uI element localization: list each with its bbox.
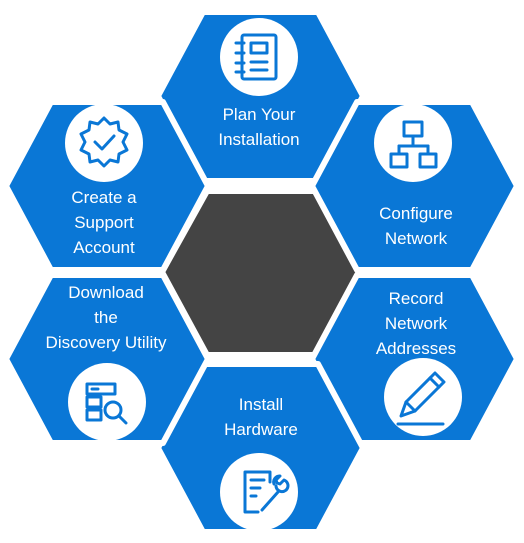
plan-label-line-2: Installation (218, 130, 299, 149)
step-create-support-account: Create a Support Account (3, 99, 211, 273)
download-label-line-2: the (94, 308, 118, 327)
verified-badge-icon (65, 104, 143, 182)
download-label-line-3: Discovery Utility (46, 333, 167, 352)
step-record-addresses: Record Network Addresses (309, 272, 520, 446)
support-label-line-1: Create a (71, 188, 137, 207)
plan-label-line-1: Plan Your (223, 105, 296, 124)
download-label-line-1: Download (68, 283, 144, 302)
step-install-hardware: Install Hardware (155, 361, 366, 535)
pencil-icon (384, 358, 462, 436)
record-label-line-3: Addresses (376, 339, 456, 358)
configure-label-line-1: Configure (379, 204, 453, 223)
server-search-icon (68, 363, 146, 441)
install-label-line-2: Hardware (224, 420, 298, 439)
record-label-line-1: Record (389, 289, 444, 308)
configure-label-line-2: Network (385, 229, 448, 248)
hexagon-configure (309, 99, 520, 273)
install-label-line-1: Install (239, 395, 283, 414)
document-wrench-icon (220, 453, 298, 531)
record-label-line-2: Network (385, 314, 448, 333)
step-configure-network: Configure Network (309, 99, 520, 273)
support-label-line-2: Support (74, 213, 134, 232)
hexagon-download (3, 272, 211, 446)
support-label-line-3: Account (73, 238, 135, 257)
step-download-utility: Download the Discovery Utility (3, 272, 211, 446)
notebook-icon (220, 18, 298, 96)
network-icon (374, 104, 452, 182)
hexagon-support (3, 99, 211, 273)
